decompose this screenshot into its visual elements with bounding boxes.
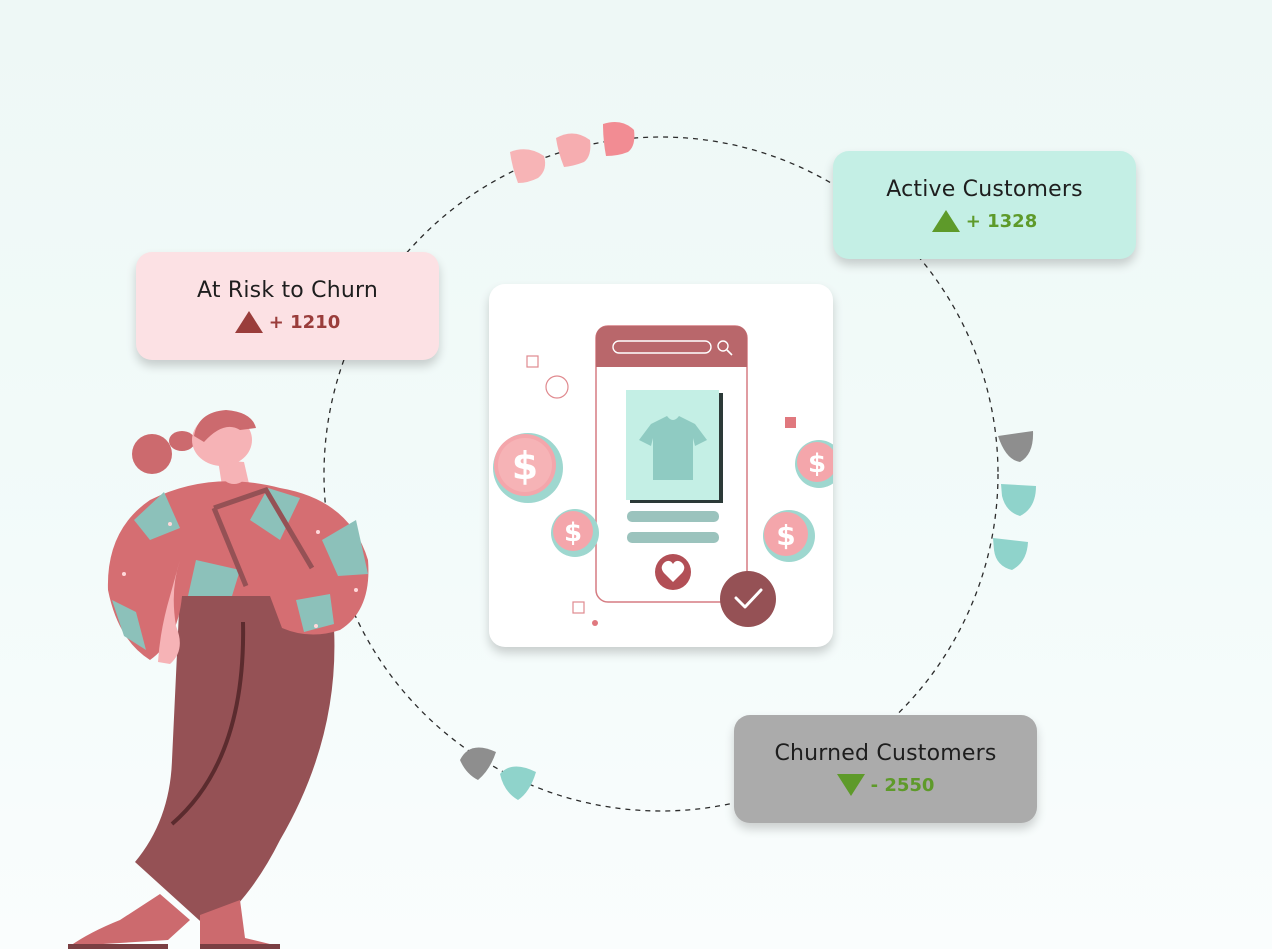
- at-risk-title: At Risk to Churn: [196, 278, 378, 303]
- search-field-graphic: [612, 340, 712, 354]
- trend-up-icon: [234, 311, 263, 333]
- at-risk-value: + 1210: [268, 311, 341, 333]
- flow-arrow-bottom: [460, 747, 536, 800]
- dollar-coin-icon: $: [493, 433, 563, 503]
- shirt-icon: [639, 416, 707, 480]
- at-risk-to-churn-card: At Risk to Churn + 1210: [136, 252, 439, 360]
- heart-icon: [655, 554, 691, 590]
- dollar-coin-icon: $: [763, 510, 815, 562]
- checkmark-icon: [720, 571, 776, 627]
- churned-customers-card: Churned Customers - 2550: [734, 715, 1037, 823]
- trend-down-icon: [836, 774, 865, 796]
- churned-title: Churned Customers: [774, 741, 997, 766]
- flow-arrow-right: [993, 431, 1036, 570]
- at-risk-metric: + 1210: [234, 311, 341, 333]
- dollar-coin-icon: $: [551, 509, 599, 557]
- active-value: + 1328: [965, 210, 1038, 232]
- flow-arrow-top: [510, 122, 635, 183]
- dollar-coin-icon: $: [795, 440, 833, 488]
- search-icon: [717, 340, 733, 356]
- svg-text:$: $: [512, 444, 538, 488]
- phone: [595, 325, 748, 603]
- phone-scene: $ $ $ $: [493, 325, 833, 627]
- churned-value: - 2550: [870, 774, 935, 796]
- svg-text:$: $: [564, 518, 582, 548]
- active-metric: + 1328: [931, 210, 1038, 232]
- svg-text:$: $: [808, 449, 826, 479]
- dashed-cycle-path: [323, 136, 999, 812]
- svg-text:$: $: [776, 519, 795, 552]
- active-customers-card: Active Customers + 1328: [833, 151, 1136, 259]
- shopping-app-illustration: $ $ $ $: [489, 284, 833, 647]
- churned-metric: - 2550: [836, 774, 935, 796]
- active-title: Active Customers: [886, 177, 1083, 202]
- trend-up-icon: [931, 210, 960, 232]
